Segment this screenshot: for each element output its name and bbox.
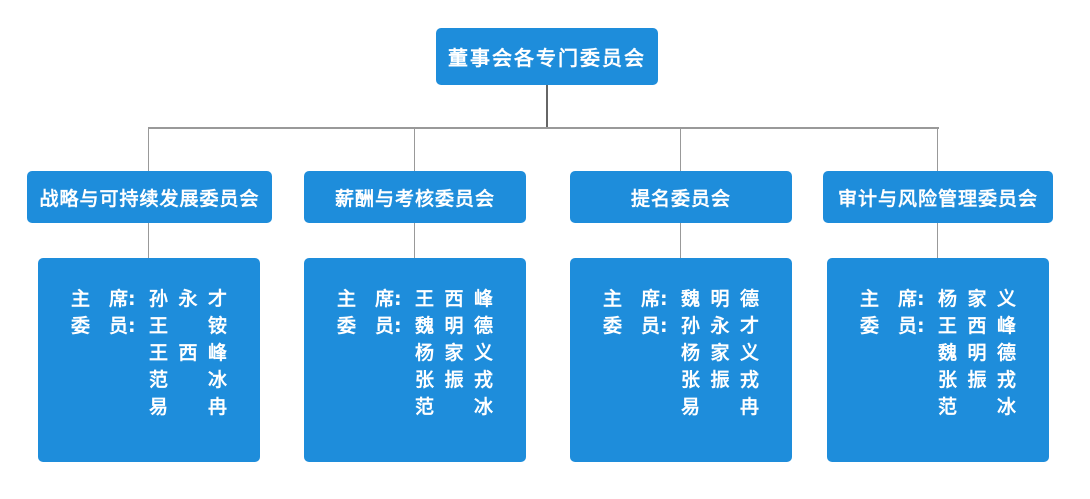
chair-row: 主 席: 杨家义 [827,286,1049,313]
member-name: 张振戎 [415,369,493,391]
chair-name: 杨家义 [938,288,1016,310]
chair-name: 孙永才 [149,288,227,310]
member-name: 王西峰 [149,342,227,364]
member-row: 委 员: 王西峰 [827,313,1049,340]
member-name: 王铵 [149,315,227,337]
member-row: 杨家义 [304,340,526,367]
member-name: 王西峰 [938,315,1016,337]
member-name: 魏明德 [938,342,1016,364]
chair-label: 主 席: [603,288,668,310]
chair-row: 主 席: 王西峰 [304,286,526,313]
connector-root-stub [546,85,548,129]
chair-label: 主 席: [337,288,402,310]
committee-4-title-box: 审计与风险管理委员会 [823,171,1053,223]
member-row: 张振戎 [304,367,526,394]
member-row: 委 员: 魏明德 [304,313,526,340]
connector-link-committee-1 [148,223,149,258]
member-row: 杨家义 [570,340,792,367]
member-name: 范冰 [149,369,227,391]
connector-link-committee-3 [680,223,681,258]
chair-name: 魏明德 [681,288,759,310]
connector-link-committee-4 [937,223,938,258]
committee-2-title: 薪酬与考核委员会 [334,187,495,210]
member-row: 张振戎 [570,367,792,394]
member-row: 魏明德 [827,340,1049,367]
member-row: 范冰 [304,394,526,421]
committee-4-members-box: 主 席: 杨家义 委 员: 王西峰 魏明德 张振戎 范冰 [827,258,1049,462]
chair-row: 主 席: 魏明德 [570,286,792,313]
member-label: 委 员: [603,315,668,337]
root-committee-box: 董事会各专门委员会 [436,28,658,85]
connector-drop-committee-3 [680,127,681,171]
committee-3-title-box: 提名委员会 [570,171,792,223]
member-name: 孙永才 [681,315,759,337]
committee-2-members-box: 主 席: 王西峰 委 员: 魏明德 杨家义 张振戎 范冰 [304,258,526,462]
chair-label: 主 席: [71,288,136,310]
member-name: 魏明德 [415,315,493,337]
committee-2-title-box: 薪酬与考核委员会 [304,171,526,223]
chair-name: 王西峰 [415,288,493,310]
member-label: 委 员: [337,315,402,337]
chair-row: 主 席: 孙永才 [38,286,260,313]
member-row: 范冰 [38,367,260,394]
committee-3-title: 提名委员会 [630,187,731,210]
member-row: 易冉 [570,394,792,421]
committee-3-members-box: 主 席: 魏明德 委 员: 孙永才 杨家义 张振戎 易冉 [570,258,792,462]
member-name: 范冰 [938,396,1016,418]
member-name: 易冉 [681,396,759,418]
member-row: 张振戎 [827,367,1049,394]
committee-1-title: 战略与可持续发展委员会 [39,187,260,210]
root-committee-title: 董事会各专门委员会 [448,46,646,70]
member-label: 委 员: [860,315,925,337]
member-name: 杨家义 [415,342,493,364]
member-name: 易冉 [149,396,227,418]
member-row: 委 员: 王铵 [38,313,260,340]
member-name: 张振戎 [938,369,1016,391]
committee-4-title: 审计与风险管理委员会 [837,187,1038,210]
connector-drop-committee-1 [148,127,149,171]
connector-horizontal [148,127,939,129]
chair-label: 主 席: [860,288,925,310]
member-name: 张振戎 [681,369,759,391]
member-row: 易冉 [38,394,260,421]
member-name: 杨家义 [681,342,759,364]
committee-1-members-box: 主 席: 孙永才 委 员: 王铵 王西峰 范冰 易冉 [38,258,260,462]
connector-drop-committee-2 [414,127,415,171]
member-label: 委 员: [71,315,136,337]
member-name: 范冰 [415,396,493,418]
member-row: 王西峰 [38,340,260,367]
connector-link-committee-2 [414,223,415,258]
committee-1-title-box: 战略与可持续发展委员会 [27,171,272,223]
connector-drop-committee-4 [937,127,938,171]
member-row: 范冰 [827,394,1049,421]
member-row: 委 员: 孙永才 [570,313,792,340]
